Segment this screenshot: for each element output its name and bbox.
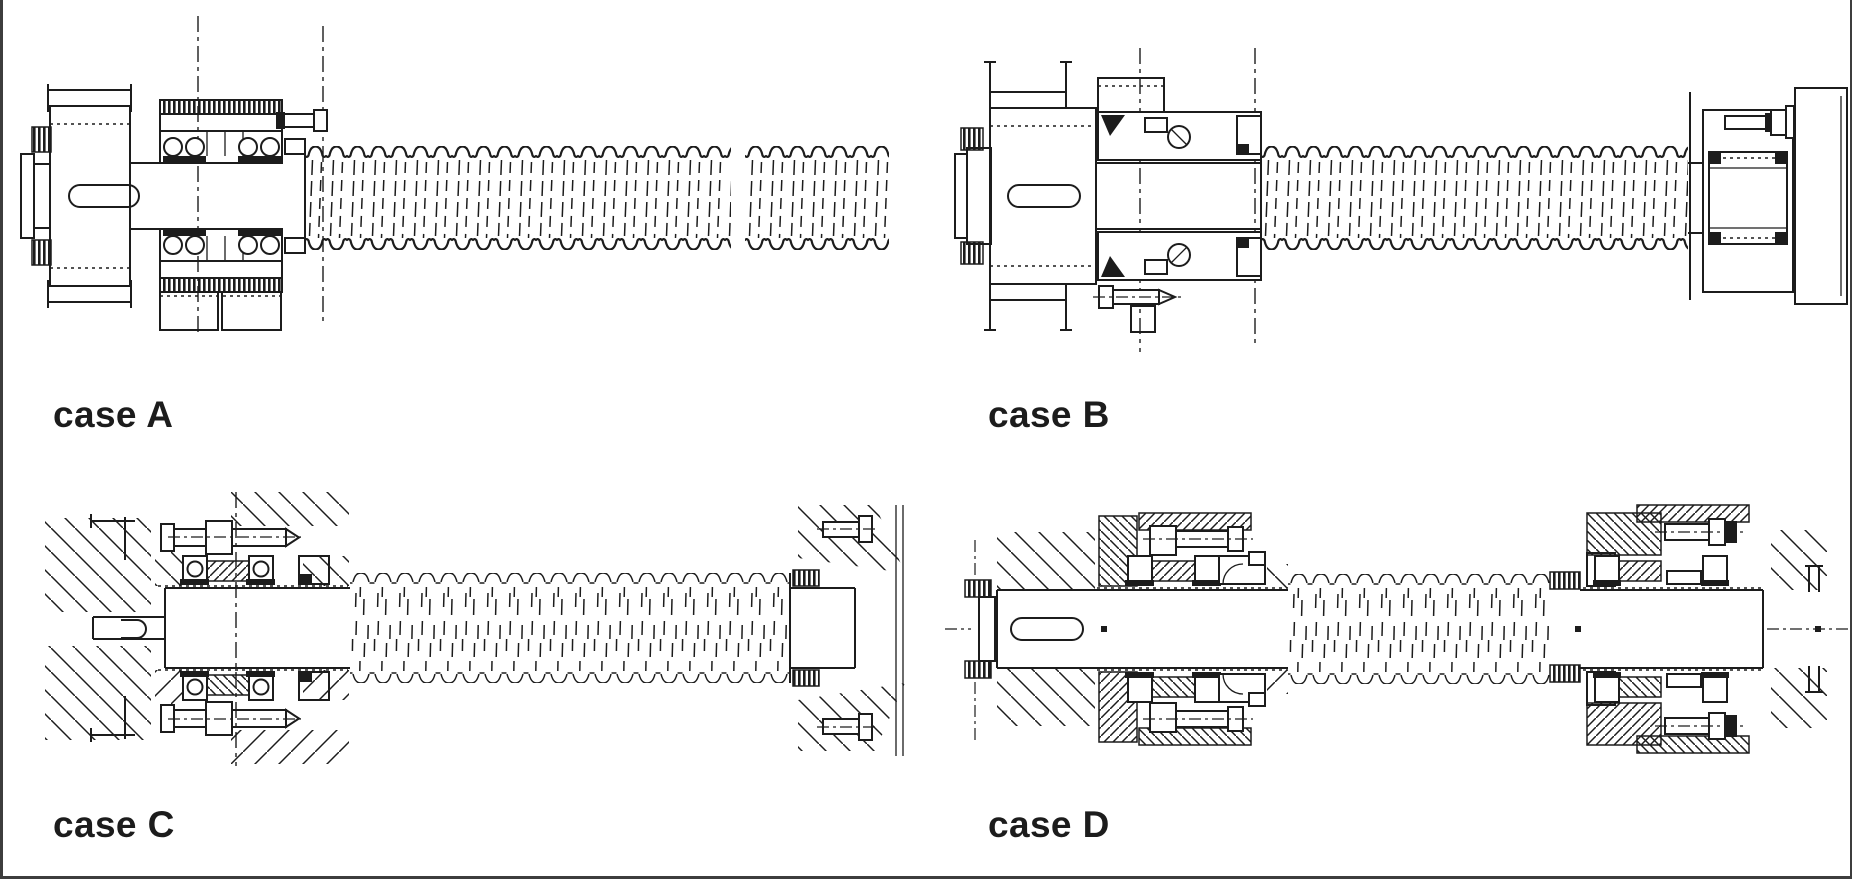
case-c-drawing: [45, 492, 905, 766]
case-a-label: case A: [53, 394, 174, 435]
case-d-drawing: [945, 504, 1849, 754]
case-b-drawing: [954, 48, 1848, 352]
case-d-label: case D: [988, 804, 1110, 845]
case-a-drawing: [20, 16, 889, 332]
case-c-label: case C: [53, 804, 175, 845]
case-b-label: case B: [988, 394, 1110, 435]
